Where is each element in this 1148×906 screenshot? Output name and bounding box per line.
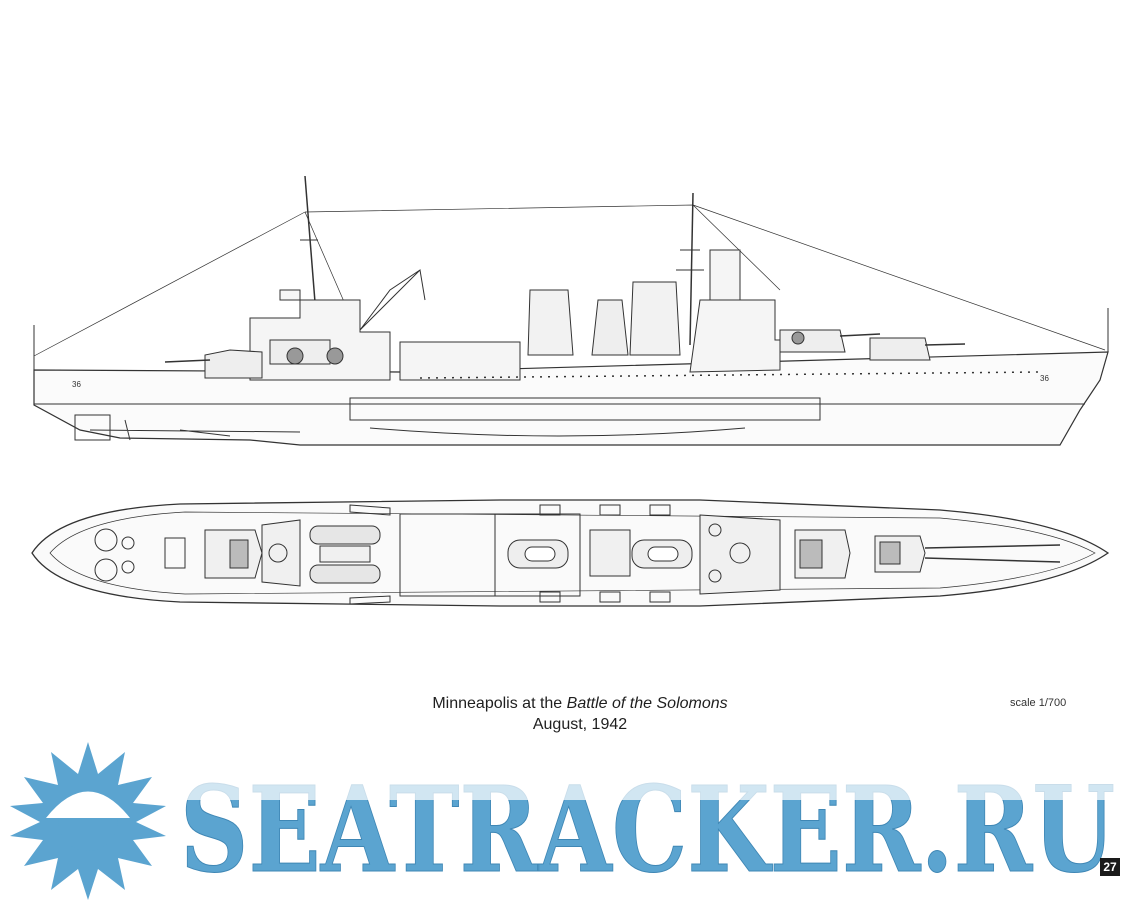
hull-number-bow: 36	[1040, 374, 1049, 383]
seatracker-logo: SEATRACKER.RU	[180, 760, 1116, 900]
scale-label: scale 1/700	[1010, 697, 1067, 709]
caption-battle: Battle of the Solomons	[566, 695, 728, 712]
drawing-caption: Minneapolis at the Battle of the Solomon…	[380, 693, 780, 735]
sun-logo	[10, 742, 166, 900]
caption-date: August, 1942	[532, 716, 628, 733]
side-profile	[33, 175, 1109, 446]
page-number: 27	[1100, 858, 1120, 876]
top-view	[31, 499, 1110, 607]
caption-ship: Minneapolis at the	[432, 695, 563, 712]
hull-number-stern: 36	[72, 380, 81, 389]
